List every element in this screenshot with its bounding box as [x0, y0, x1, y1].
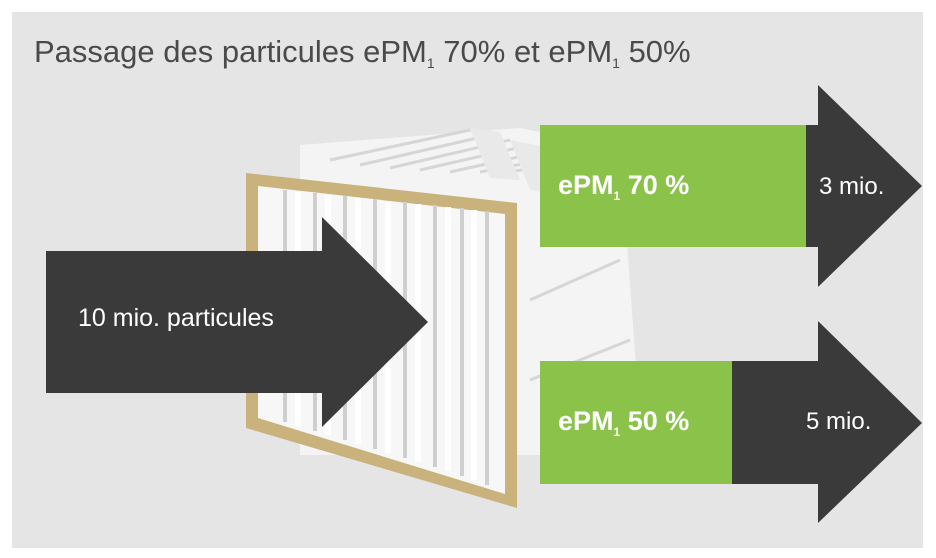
diagram-title: Passage des particules ePM1 70% et ePM1 …: [34, 34, 691, 71]
efficiency-box-2: [540, 361, 732, 484]
output-count-2: 5 mio.: [806, 408, 872, 435]
efficiency-box-1: [540, 125, 806, 247]
output-count-1: 3 mio.: [819, 173, 885, 200]
input-arrow: [46, 217, 428, 427]
input-arrow-label: 10 mio. particules: [78, 304, 274, 332]
efficiency-label-1: ePM1 70 %: [558, 170, 690, 203]
efficiency-label-2: ePM1 50 %: [558, 406, 690, 439]
